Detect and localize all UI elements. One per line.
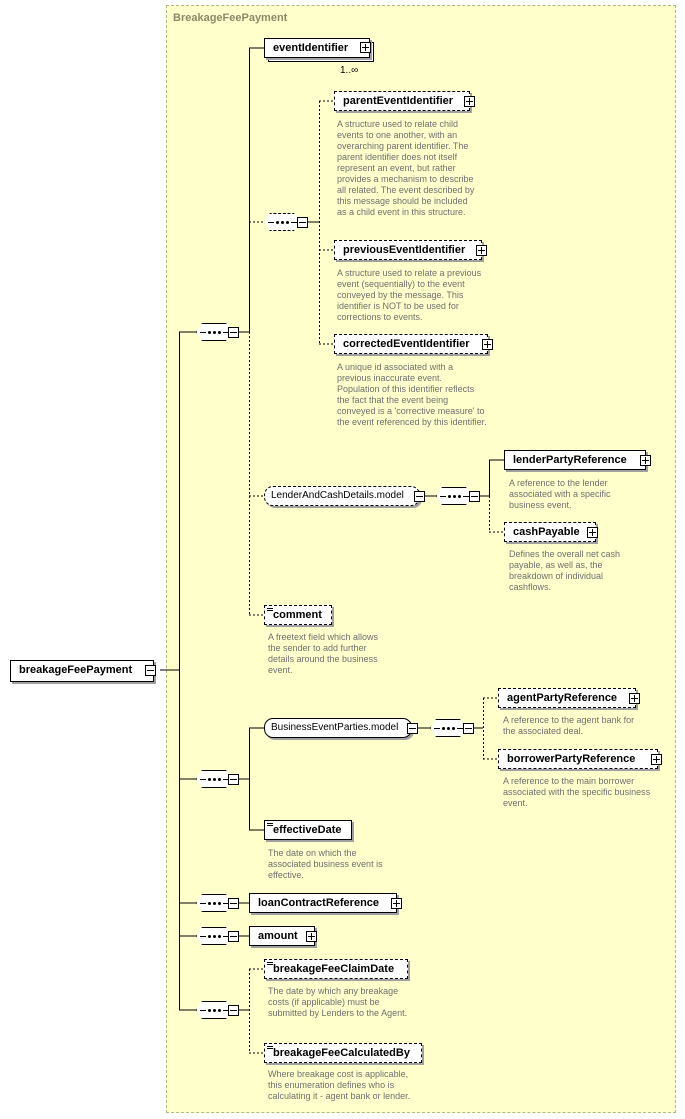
element-eventidentifier[interactable]: eventIdentifier: [264, 38, 370, 58]
sequence-compositor-optional[interactable]: [264, 213, 300, 231]
collapse-icon[interactable]: [228, 898, 239, 909]
element-cashpayable[interactable]: cashPayable: [504, 522, 596, 542]
element-label: previousEventIdentifier: [343, 244, 466, 256]
element-label: cashPayable: [513, 526, 580, 538]
text-icon: [267, 608, 273, 613]
expand-icon[interactable]: [360, 42, 371, 53]
element-label: agentPartyReference: [507, 692, 618, 704]
element-label: eventIdentifier: [273, 42, 349, 54]
element-label: parentEventIdentifier: [343, 95, 454, 107]
expand-icon[interactable]: [651, 754, 662, 765]
element-description: A reference to the agent bank for the as…: [503, 715, 635, 736]
element-previouseventidentifier[interactable]: previousEventIdentifier: [334, 240, 482, 260]
element-description: Defines the overall net cash payable, as…: [509, 549, 621, 592]
element-effectivedate[interactable]: effectiveDate: [264, 820, 352, 840]
collapse-icon[interactable]: [407, 723, 418, 734]
element-description: A freetext field which allows the sender…: [268, 632, 379, 675]
element-label: effectiveDate: [273, 824, 342, 836]
sequence-compositor-e[interactable]: [196, 1001, 232, 1019]
collapse-icon[interactable]: [228, 774, 239, 785]
expand-icon[interactable]: [640, 455, 651, 466]
group-label: LenderAndCashDetails.model: [271, 490, 404, 501]
cardinality-label: 1..∞: [340, 65, 359, 76]
element-description: A unique id associated with a previous i…: [337, 362, 487, 427]
expand-icon[interactable]: [306, 931, 317, 942]
expand-icon[interactable]: [482, 339, 493, 350]
sequence-compositor-lender[interactable]: [436, 487, 472, 505]
element-label: breakageFeeClaimDate: [273, 963, 395, 975]
collapse-icon[interactable]: [228, 931, 239, 942]
element-description: Where breakage cost is applicable, this …: [268, 1069, 411, 1101]
sequence-compositor-parties[interactable]: [430, 719, 466, 737]
frame-title: BreakageFeePayment: [173, 12, 288, 24]
element-breakagefeecalculatedby[interactable]: breakageFeeCalculatedBy: [264, 1043, 422, 1063]
element-label: comment: [273, 609, 322, 621]
text-icon: [267, 962, 273, 967]
sequence-compositor-d[interactable]: [196, 927, 232, 945]
element-label: borrowerPartyReference: [507, 753, 636, 765]
element-description: The date by which any breakage costs (if…: [268, 986, 408, 1018]
element-breakagefeeclaimdate[interactable]: breakageFeeClaimDate: [264, 959, 408, 979]
collapse-icon[interactable]: [463, 723, 474, 734]
element-label: amount: [258, 930, 298, 942]
root-element-label: breakageFeePayment: [19, 664, 133, 676]
sequence-compositor-c[interactable]: [196, 894, 232, 912]
element-borrowerpartyreference[interactable]: borrowerPartyReference: [498, 749, 658, 769]
collapse-icon[interactable]: [228, 1005, 239, 1016]
element-lenderpartyreference[interactable]: lenderPartyReference: [504, 450, 646, 470]
element-label: correctedEventIdentifier: [343, 338, 470, 350]
expand-icon[interactable]: [476, 245, 487, 256]
collapse-icon[interactable]: [228, 327, 239, 338]
element-description: A structure used to relate a previous ev…: [337, 268, 482, 322]
collapse-icon[interactable]: [145, 665, 156, 676]
element-loancontractreference[interactable]: loanContractReference: [249, 893, 397, 913]
element-parenteventidentifier[interactable]: parentEventIdentifier: [334, 91, 470, 111]
expand-icon[interactable]: [391, 898, 402, 909]
collapse-icon[interactable]: [469, 491, 480, 502]
collapse-icon[interactable]: [297, 217, 308, 228]
group-label: BusinessEventParties.model: [271, 722, 399, 733]
text-icon: [267, 1046, 273, 1051]
group-businesseventparties-model[interactable]: BusinessEventParties.model: [264, 718, 412, 738]
sequence-compositor-a[interactable]: [196, 323, 232, 341]
element-description: A reference to the main borrower associa…: [503, 776, 651, 808]
element-comment[interactable]: comment: [264, 605, 332, 625]
element-correctedeventidentifier[interactable]: correctedEventIdentifier: [334, 334, 488, 354]
expand-icon[interactable]: [629, 693, 640, 704]
element-description: The date on which the associated busines…: [268, 848, 383, 880]
root-element-breakagefeepayment[interactable]: breakageFeePayment: [10, 660, 154, 682]
element-amount[interactable]: amount: [249, 926, 315, 946]
expand-icon[interactable]: [587, 527, 598, 538]
collapse-icon[interactable]: [414, 491, 425, 502]
element-description: A reference to the lender associated wit…: [509, 478, 611, 510]
text-icon: [267, 823, 273, 828]
element-agentpartyreference[interactable]: agentPartyReference: [498, 688, 636, 708]
sequence-compositor-b[interactable]: [196, 770, 232, 788]
element-description: A structure used to relate child events …: [337, 119, 475, 217]
element-label: lenderPartyReference: [513, 454, 627, 466]
element-label: breakageFeeCalculatedBy: [273, 1047, 410, 1059]
expand-icon[interactable]: [464, 96, 475, 107]
element-label: loanContractReference: [258, 897, 380, 909]
group-lenderandcashdetails-model[interactable]: LenderAndCashDetails.model: [264, 486, 420, 506]
